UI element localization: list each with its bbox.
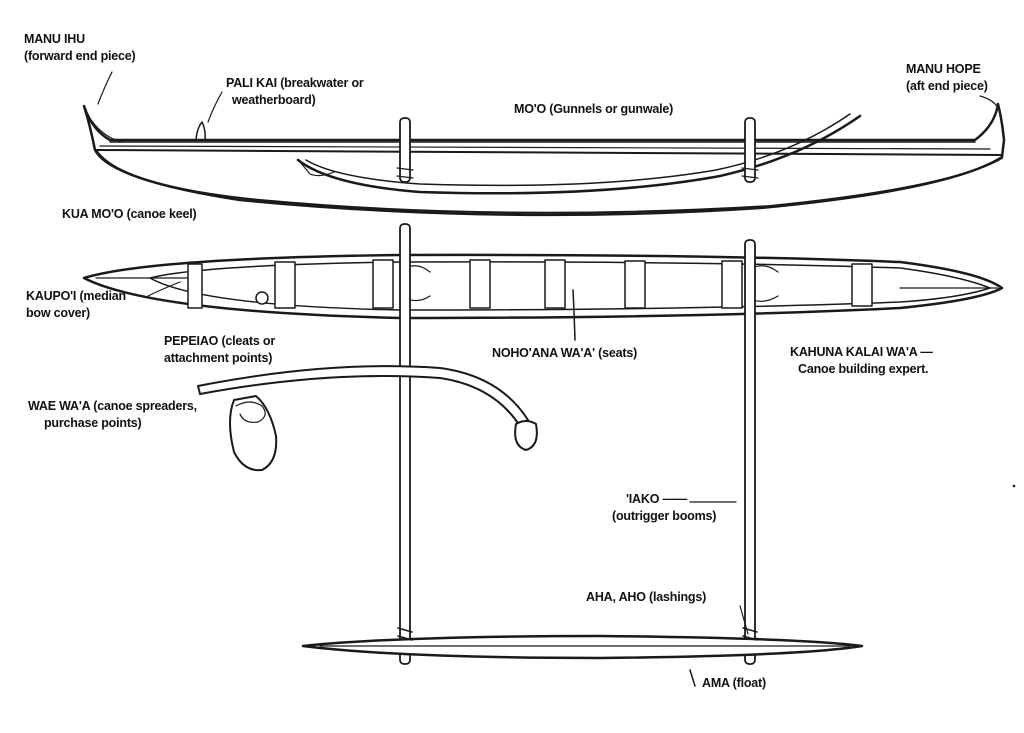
- top-view-hull: [82, 253, 1004, 341]
- label-kua-mo-o: KUA MO'O (canoe keel): [62, 206, 197, 223]
- label-pali-kai-line1: PALI KAI (breakwater or: [226, 76, 364, 90]
- iako-booms: [399, 223, 756, 665]
- label-manu-ihu: MANU IHU (forward end piece): [24, 31, 136, 65]
- label-pepeiao: PEPEIAO (cleats or attachment points): [164, 333, 275, 367]
- ama-float: [301, 627, 864, 660]
- label-wae-waa-line1: WAE WA'A (canoe spreaders,: [28, 399, 197, 413]
- side-view-hull: [82, 102, 1006, 217]
- leader-lines: [97, 71, 999, 687]
- label-manu-ihu-line1: MANU IHU: [24, 32, 85, 46]
- label-iako-line1: 'IAKO ——: [626, 492, 688, 506]
- label-kaupo-i-line2: bow cover): [26, 306, 90, 320]
- stray-dot: [1012, 484, 1016, 488]
- label-noho-ana-text: NOHO'ANA WA'A' (seats): [492, 346, 638, 360]
- label-kua-mo-o-text: KUA MO'O (canoe keel): [62, 207, 197, 221]
- label-ama-text: AMA (float): [702, 676, 766, 690]
- label-manu-hope-line1: MANU HOPE: [906, 62, 981, 76]
- label-ama: AMA (float): [702, 675, 766, 692]
- label-mo-o-text: MO'O (Gunnels or gunwale): [514, 102, 674, 116]
- label-manu-ihu-line2: (forward end piece): [24, 49, 136, 63]
- label-manu-hope-line2: (aft end piece): [906, 79, 988, 93]
- label-kahuna: KAHUNA KALAI WA'A — Canoe building exper…: [790, 344, 933, 378]
- label-mo-o: MO'O (Gunnels or gunwale): [514, 101, 673, 118]
- label-wae-waa-line2: purchase points): [44, 416, 142, 430]
- label-manu-hope: MANU HOPE (aft end piece): [906, 61, 988, 95]
- label-kahuna-line1: KAHUNA KALAI WA'A —: [790, 345, 933, 359]
- label-noho-ana: NOHO'ANA WA'A' (seats): [492, 345, 637, 362]
- label-wae-waa: WAE WA'A (canoe spreaders, purchase poin…: [28, 398, 197, 432]
- label-kaupo-i-line1: KAUPO'I (median: [26, 289, 126, 303]
- label-kaupo-i: KAUPO'I (median bow cover): [26, 288, 126, 322]
- label-pepeiao-line1: PEPEIAO (cleats or: [164, 334, 276, 348]
- wae-waa-detail: [197, 365, 538, 472]
- label-aha-text: AHA, AHO (lashings): [586, 590, 707, 604]
- label-iako-line2: (outrigger booms): [612, 509, 717, 523]
- label-pepeiao-line2: attachment points): [164, 351, 273, 365]
- label-pali-kai-line2: weatherboard): [232, 93, 316, 107]
- label-kahuna-line2: Canoe building expert.: [798, 362, 929, 376]
- label-pali-kai: PALI KAI (breakwater or weatherboard): [226, 75, 364, 109]
- label-iako: 'IAKO —— (outrigger booms): [612, 491, 716, 525]
- label-aha: AHA, AHO (lashings): [586, 589, 706, 606]
